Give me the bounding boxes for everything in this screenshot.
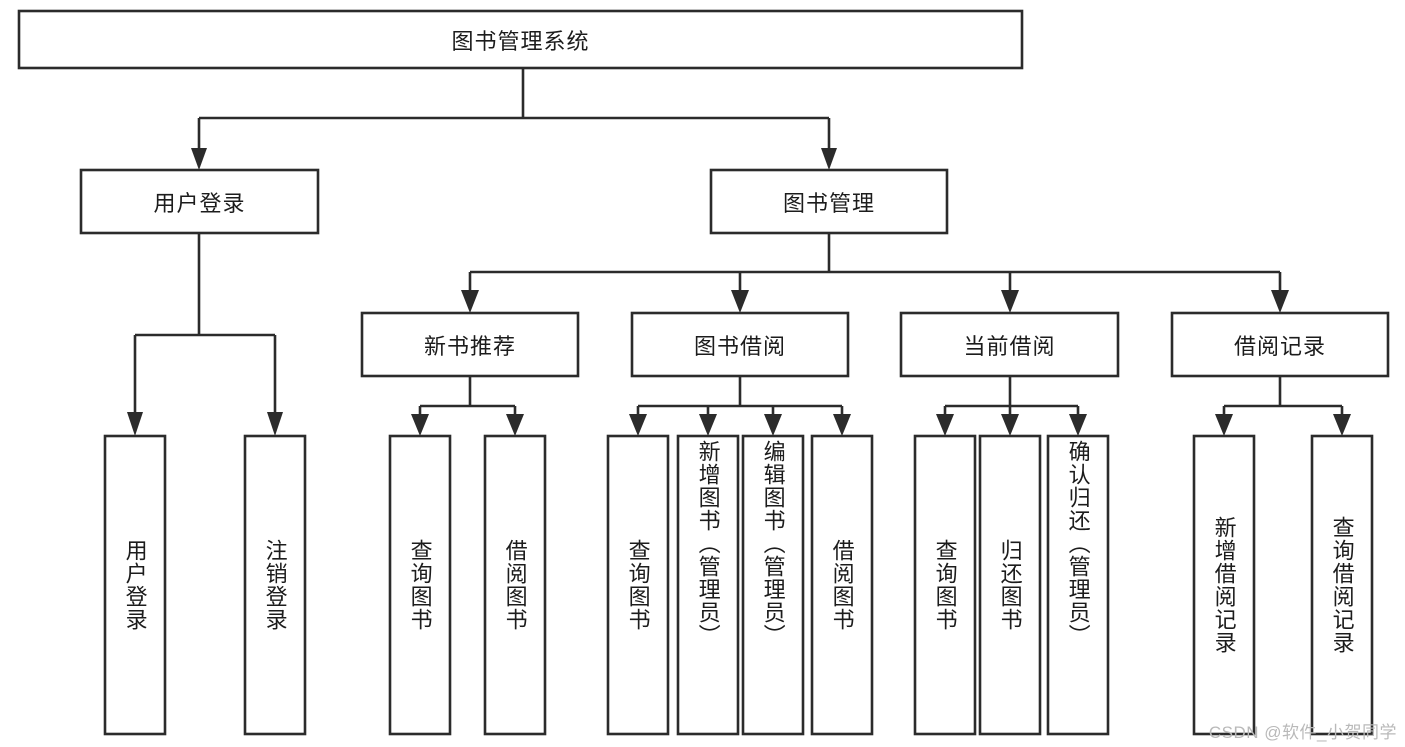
node-box-leaf-user-login[interactable] xyxy=(103,434,167,736)
node-box-book-borrow[interactable] xyxy=(630,311,850,378)
node-box-leaf-query-book-2[interactable] xyxy=(606,434,670,736)
node-layer xyxy=(17,9,1390,736)
node-box-leaf-edit-book[interactable] xyxy=(741,434,805,736)
arrow-head-user-login xyxy=(191,148,207,170)
node-box-user-login[interactable] xyxy=(79,168,320,235)
node-box-leaf-borrow-book-1[interactable] xyxy=(483,434,547,736)
node-box-leaf-query-book-3[interactable] xyxy=(913,434,977,736)
node-box-leaf-logout[interactable] xyxy=(243,434,307,736)
arrow-head-leaf-logout xyxy=(267,412,283,436)
arrow-head-leaf-add-record xyxy=(1215,414,1233,436)
arrow-head-leaf-return-book xyxy=(1001,414,1019,436)
node-box-leaf-confirm-return[interactable] xyxy=(1046,434,1110,736)
arrow-head-leaf-borrow-book-2 xyxy=(833,414,851,436)
arrow-head-current-borrow xyxy=(1001,290,1019,313)
arrow-head-leaf-edit-book xyxy=(764,414,782,436)
node-box-leaf-borrow-book-2[interactable] xyxy=(810,434,874,736)
node-box-new-book-rec[interactable] xyxy=(360,311,580,378)
arrow-head-book-manage xyxy=(821,148,837,170)
node-box-root[interactable] xyxy=(17,9,1024,70)
node-box-leaf-add-book[interactable] xyxy=(676,434,740,736)
arrow-head-book-borrow xyxy=(731,290,749,313)
arrow-head-leaf-user-login xyxy=(127,412,143,436)
node-box-borrow-record[interactable] xyxy=(1170,311,1390,378)
arrow-head-leaf-confirm-return xyxy=(1069,414,1087,436)
arrow-head-borrow-record xyxy=(1271,290,1289,313)
node-box-leaf-add-record[interactable] xyxy=(1192,434,1256,736)
node-box-leaf-return-book[interactable] xyxy=(978,434,1042,736)
arrow-head-new-book-rec xyxy=(461,290,479,313)
connector-layer xyxy=(127,68,1351,436)
node-box-leaf-query-record[interactable] xyxy=(1310,434,1374,736)
arrow-head-leaf-borrow-book-1 xyxy=(506,414,524,436)
node-box-leaf-query-book-1[interactable] xyxy=(388,434,452,736)
node-box-book-manage[interactable] xyxy=(709,168,949,235)
arrow-head-leaf-query-book-2 xyxy=(629,414,647,436)
arrow-head-leaf-query-book-3 xyxy=(936,414,954,436)
arrow-head-leaf-add-book xyxy=(699,414,717,436)
arrow-head-leaf-query-record xyxy=(1333,414,1351,436)
arrow-head-leaf-query-book-1 xyxy=(411,414,429,436)
node-box-current-borrow[interactable] xyxy=(899,311,1120,378)
